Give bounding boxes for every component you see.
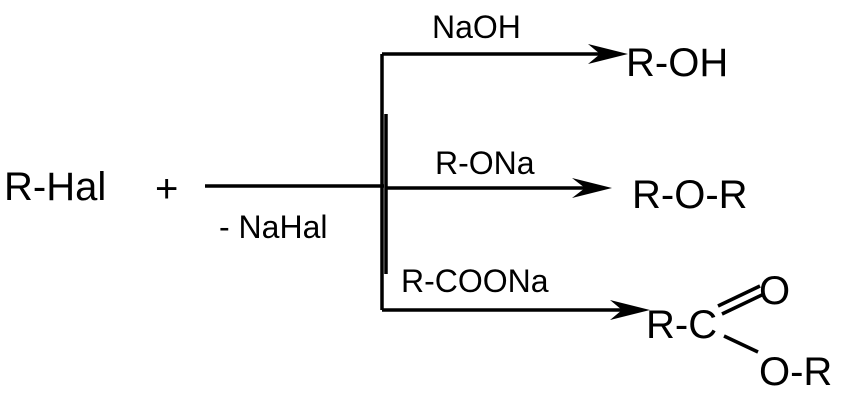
branch-3-ether-group: O-R [759,350,832,394]
ester-single-bond [723,334,759,354]
carbonyl-double-bond-lower [721,292,765,316]
reactant-label: R-Hal [4,165,106,209]
branch-3-reagent: R-COONa [401,263,549,299]
branch-2-reagent: R-ONa [435,145,535,181]
branch-3-carbonyl-oxygen: O [759,269,790,313]
branch-1-arrowhead [588,44,628,64]
branch-2-arrowhead [572,178,612,198]
branch-1-reagent: NaOH [432,9,521,45]
byproduct-label: - NaHal [219,209,327,245]
plus-sign: + [155,167,178,211]
branch-3-arrowhead [610,300,650,320]
carbonyl-double-bond-upper [717,284,761,308]
branch-1-product: R-OH [626,41,728,85]
branch-3-product-prefix: R-C [646,303,717,347]
branch-2-product: R-O-R [632,173,748,217]
